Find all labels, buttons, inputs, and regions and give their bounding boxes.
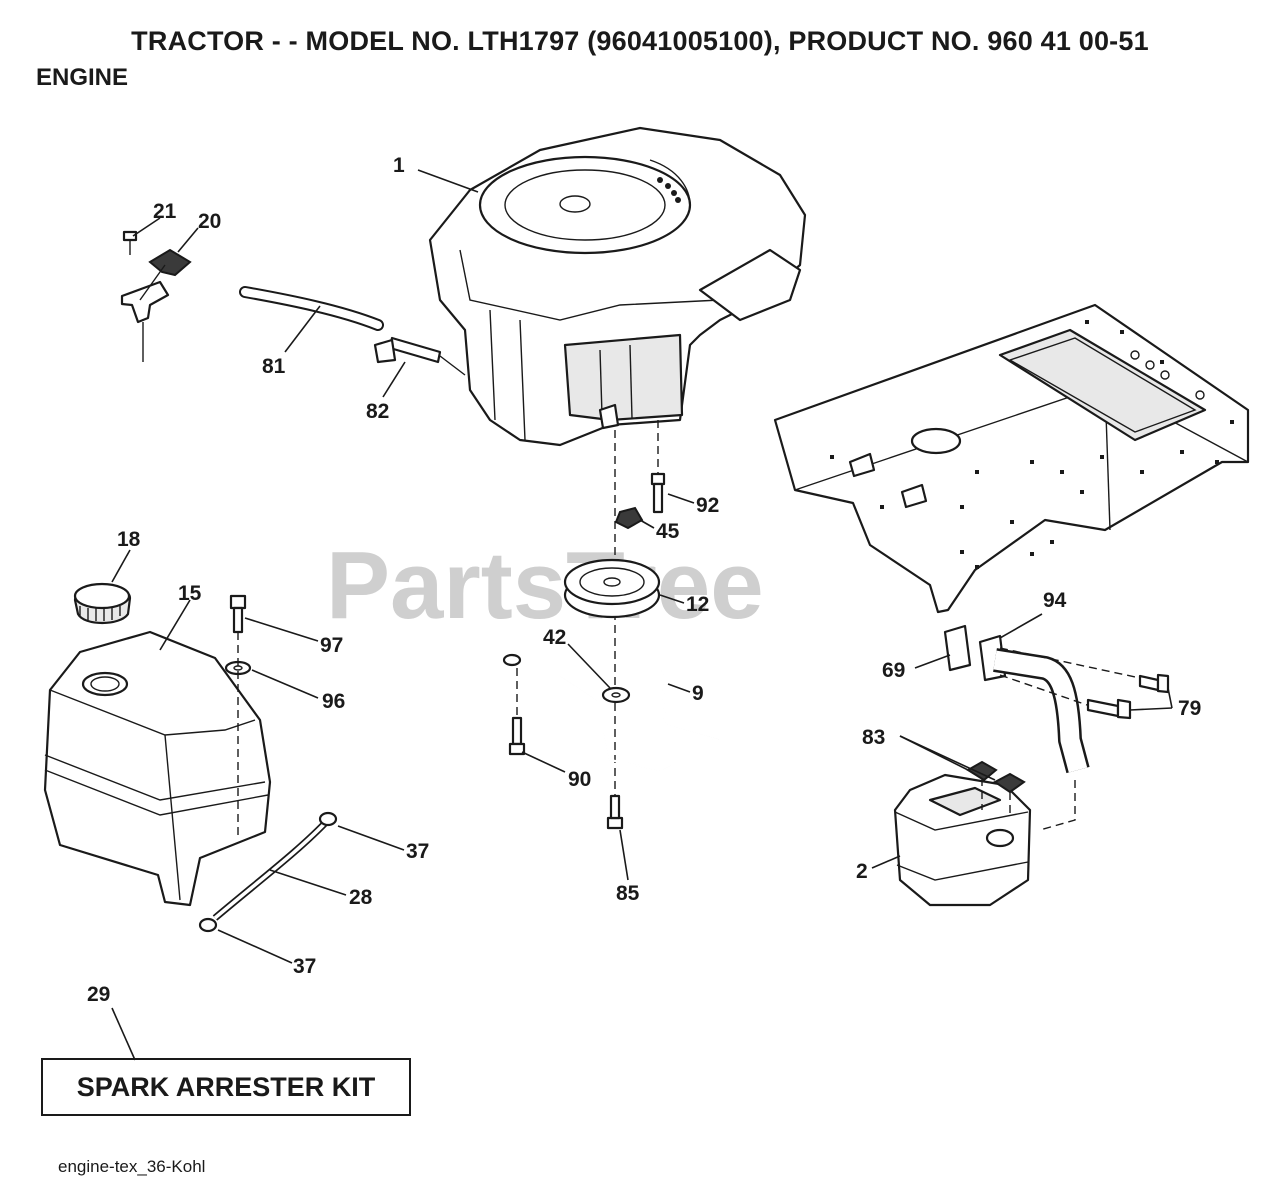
callout-37-lower: 37 xyxy=(293,955,316,978)
pulley-bracket xyxy=(502,653,721,772)
callout-96: 96 xyxy=(322,690,345,713)
spark-arrester-kit-box: SPARK ARRESTER KIT xyxy=(41,1058,411,1116)
fuel-line-fitting xyxy=(239,286,466,376)
callout-18: 18 xyxy=(117,528,141,551)
callout-85: 85 xyxy=(616,882,640,905)
callout-94: 94 xyxy=(1043,589,1067,612)
frame-plate xyxy=(773,303,1250,614)
fuel-line-clamps xyxy=(198,811,338,933)
watermark-text: PartsTree xyxy=(326,532,764,639)
page-title: TRACTOR - - MODEL NO. LTH1797 (960410051… xyxy=(131,26,1149,56)
callout-1: 1 xyxy=(393,154,405,177)
callout-45: 45 xyxy=(656,520,680,543)
callout-92: 92 xyxy=(696,494,719,517)
tank-fasteners xyxy=(224,594,252,835)
callout-83: 83 xyxy=(862,726,885,749)
callout-42: 42 xyxy=(543,626,566,649)
callout-labels: 1 21 20 81 82 92 45 12 42 9 90 85 18 15 … xyxy=(87,154,1201,1006)
callout-12: 12 xyxy=(686,593,709,616)
callout-21: 21 xyxy=(153,200,177,223)
callout-20: 20 xyxy=(198,210,221,233)
pulley-assembly xyxy=(563,420,666,830)
callout-69: 69 xyxy=(882,659,905,682)
engine xyxy=(428,126,807,447)
fuel-tank xyxy=(43,582,272,907)
callout-82: 82 xyxy=(366,400,389,423)
spark-arrester-kit-label: SPARK ARRESTER KIT xyxy=(76,1071,376,1102)
callout-2: 2 xyxy=(856,860,868,883)
callout-9: 9 xyxy=(692,682,704,705)
callout-97: 97 xyxy=(320,634,343,657)
callout-90: 90 xyxy=(568,768,591,791)
throttle-bracket xyxy=(120,230,192,362)
callout-15: 15 xyxy=(178,582,202,605)
callout-79: 79 xyxy=(1178,697,1201,720)
leader-lines xyxy=(111,169,1173,1061)
callout-81: 81 xyxy=(262,355,286,378)
callout-37-upper: 37 xyxy=(406,840,429,863)
muffler xyxy=(893,760,1032,907)
callout-29: 29 xyxy=(87,983,110,1006)
callout-28: 28 xyxy=(349,886,373,909)
exhaust-pipe xyxy=(943,624,1170,831)
section-subtitle: ENGINE xyxy=(36,64,129,91)
diagram-code: engine-tex_36-Kohl xyxy=(58,1157,206,1176)
